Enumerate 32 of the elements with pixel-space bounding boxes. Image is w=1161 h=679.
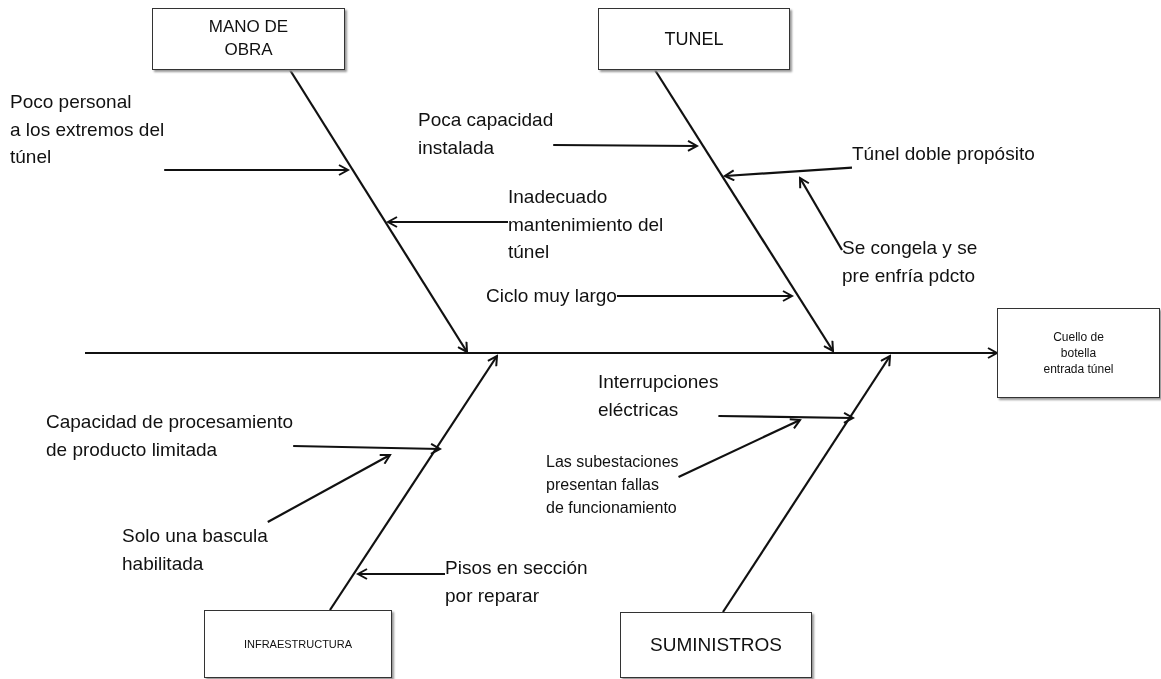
cause-text: Se congela y se pre enfría pdcto <box>842 234 978 290</box>
cause-text: Inadecuado mantenimiento del túnel <box>508 183 664 266</box>
cause-text: Túnel doble propósito <box>852 140 1035 168</box>
arrow <box>654 69 834 352</box>
cause-text: Solo una bascula habilitada <box>122 522 268 578</box>
cause-text: Ciclo muy largo <box>486 282 617 310</box>
category-box: INFRAESTRUCTURA <box>204 610 392 678</box>
arrow <box>678 418 801 478</box>
arrow <box>357 568 445 580</box>
cause-text: Las subestaciones presentan fallas de funcionamiento <box>546 450 679 520</box>
arrow <box>289 69 468 353</box>
arrow <box>718 411 854 424</box>
category-box: TUNEL <box>598 8 790 70</box>
cause-text: Capacidad de procesamiento de producto limitada <box>46 408 294 464</box>
category-box: SUMINISTROS <box>620 612 812 678</box>
arrow <box>164 164 349 176</box>
arrow <box>799 177 843 251</box>
cause-text: Poca capacidad instalada <box>418 106 554 162</box>
arrow <box>724 166 853 182</box>
arrow <box>387 216 508 228</box>
arrow <box>553 139 698 152</box>
effect-box: Cuello de botella entrada túnel <box>997 308 1160 398</box>
arrow <box>85 347 998 359</box>
category-box: MANO DE OBRA <box>152 8 345 70</box>
cause-text: Pisos en sección por reparar <box>445 554 588 610</box>
arrow <box>616 290 793 302</box>
cause-text: Poco personal a los extremos del túnel <box>10 88 165 171</box>
arrow <box>293 442 441 455</box>
cause-text: Interrupciones eléctricas <box>598 368 719 424</box>
arrow <box>267 453 391 523</box>
arrow <box>329 355 498 611</box>
arrow <box>722 355 891 613</box>
